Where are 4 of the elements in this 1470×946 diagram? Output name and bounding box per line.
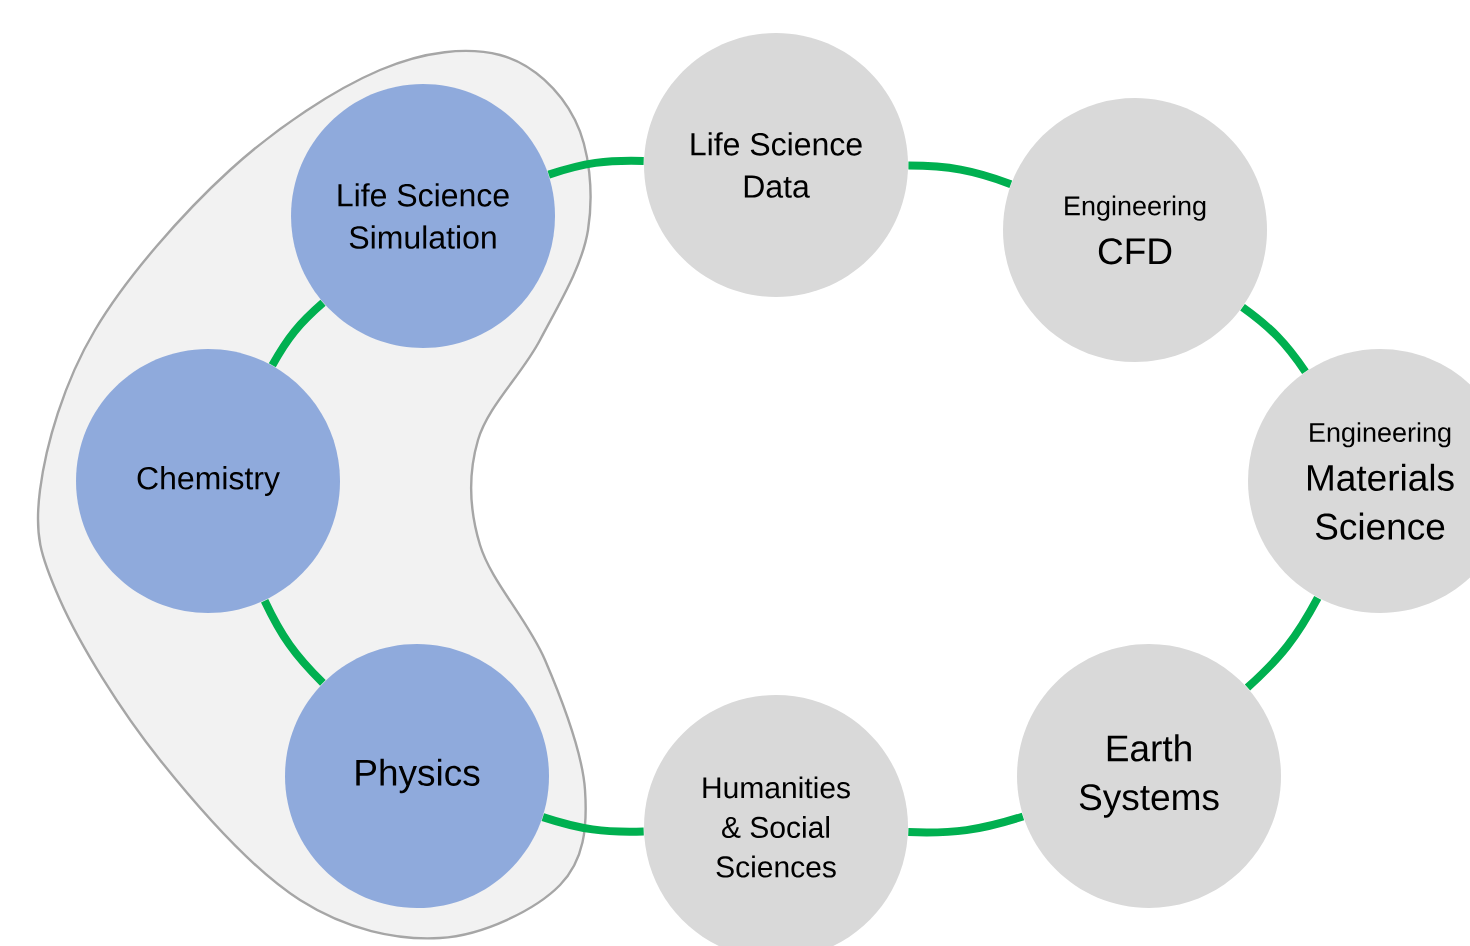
ring-connector	[1244, 595, 1322, 691]
ring-connector	[268, 299, 326, 368]
ring-connector	[261, 598, 326, 686]
ring-connector	[1240, 304, 1309, 374]
